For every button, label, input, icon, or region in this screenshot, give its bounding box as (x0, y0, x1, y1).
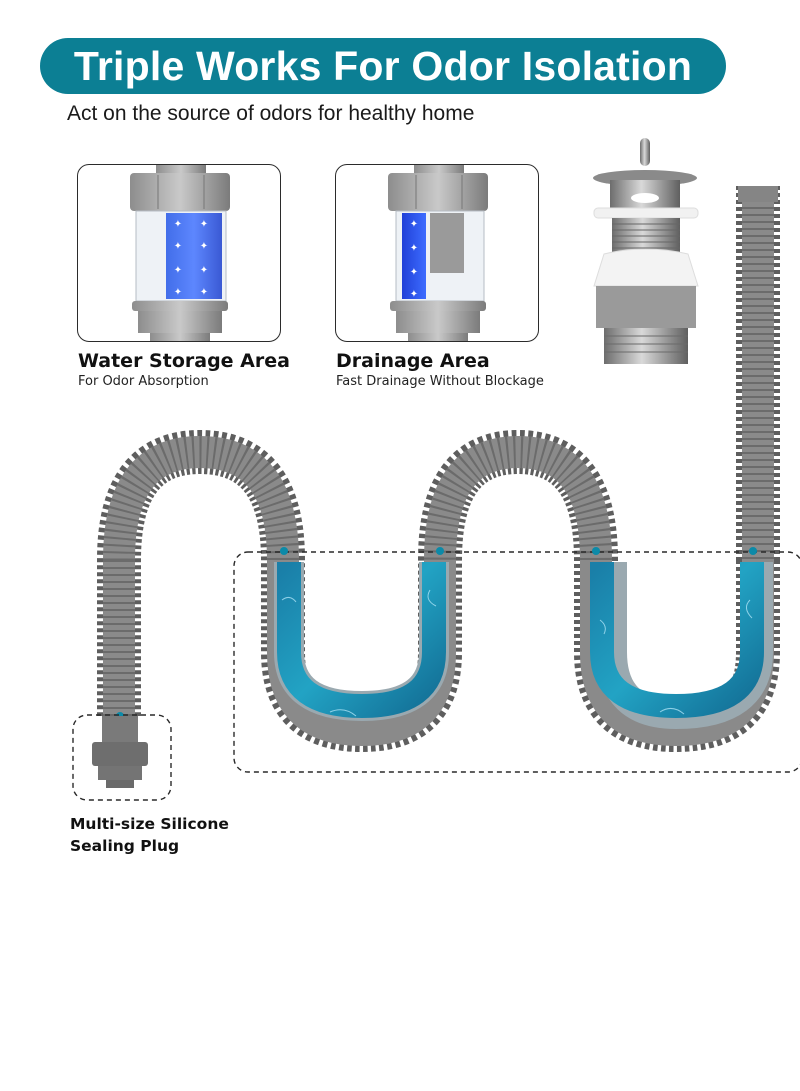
drainage-card: ✦ ✦ ✦ ✦ (335, 164, 539, 342)
feature-subtitle-drainage: Fast Drainage Without Blockage (336, 374, 544, 389)
water-seal-icon (274, 562, 773, 730)
water-seal-highlight-box (233, 551, 800, 773)
svg-text:✦: ✦ (200, 241, 208, 252)
feature-title-water-storage: Water Storage Area (78, 350, 290, 372)
svg-text:✦: ✦ (200, 265, 208, 276)
page-subtitle: Act on the source of odors for healthy h… (67, 102, 475, 125)
svg-text:✦: ✦ (200, 287, 208, 298)
page-title: Triple Works For Odor Isolation (73, 42, 693, 89)
drain-stopper-icon (593, 138, 699, 364)
sealing-plug-icon (92, 716, 148, 788)
svg-text:✦: ✦ (174, 219, 182, 230)
svg-text:✦: ✦ (410, 219, 418, 230)
svg-text:✦: ✦ (174, 265, 182, 276)
feature-subtitle-water-storage: For Odor Absorption (78, 374, 209, 389)
plug-label-line-1: Multi-size Silicone (70, 815, 229, 833)
svg-text:✦: ✦ (410, 289, 418, 300)
water-storage-card: ✦ ✦ ✦ ✦ ✦ ✦ ✦ ✦ (77, 164, 281, 342)
plug-label-line-2: Sealing Plug (70, 837, 180, 855)
feature-title-drainage: Drainage Area (336, 350, 490, 372)
svg-text:✦: ✦ (410, 267, 418, 278)
svg-text:✦: ✦ (410, 243, 418, 254)
drainage-trap-icon: ✦ ✦ ✦ ✦ (388, 165, 488, 341)
svg-text:✦: ✦ (174, 287, 182, 298)
svg-text:✦: ✦ (174, 241, 182, 252)
water-storage-trap-icon: ✦ ✦ ✦ ✦ ✦ ✦ ✦ ✦ (130, 165, 230, 341)
svg-text:✦: ✦ (200, 219, 208, 230)
title-banner: Triple Works For Odor Isolation (40, 38, 726, 94)
sealing-plug-highlight-box (72, 714, 172, 801)
sealing-plug-label: Multi-size Silicone Sealing Plug (70, 813, 229, 857)
